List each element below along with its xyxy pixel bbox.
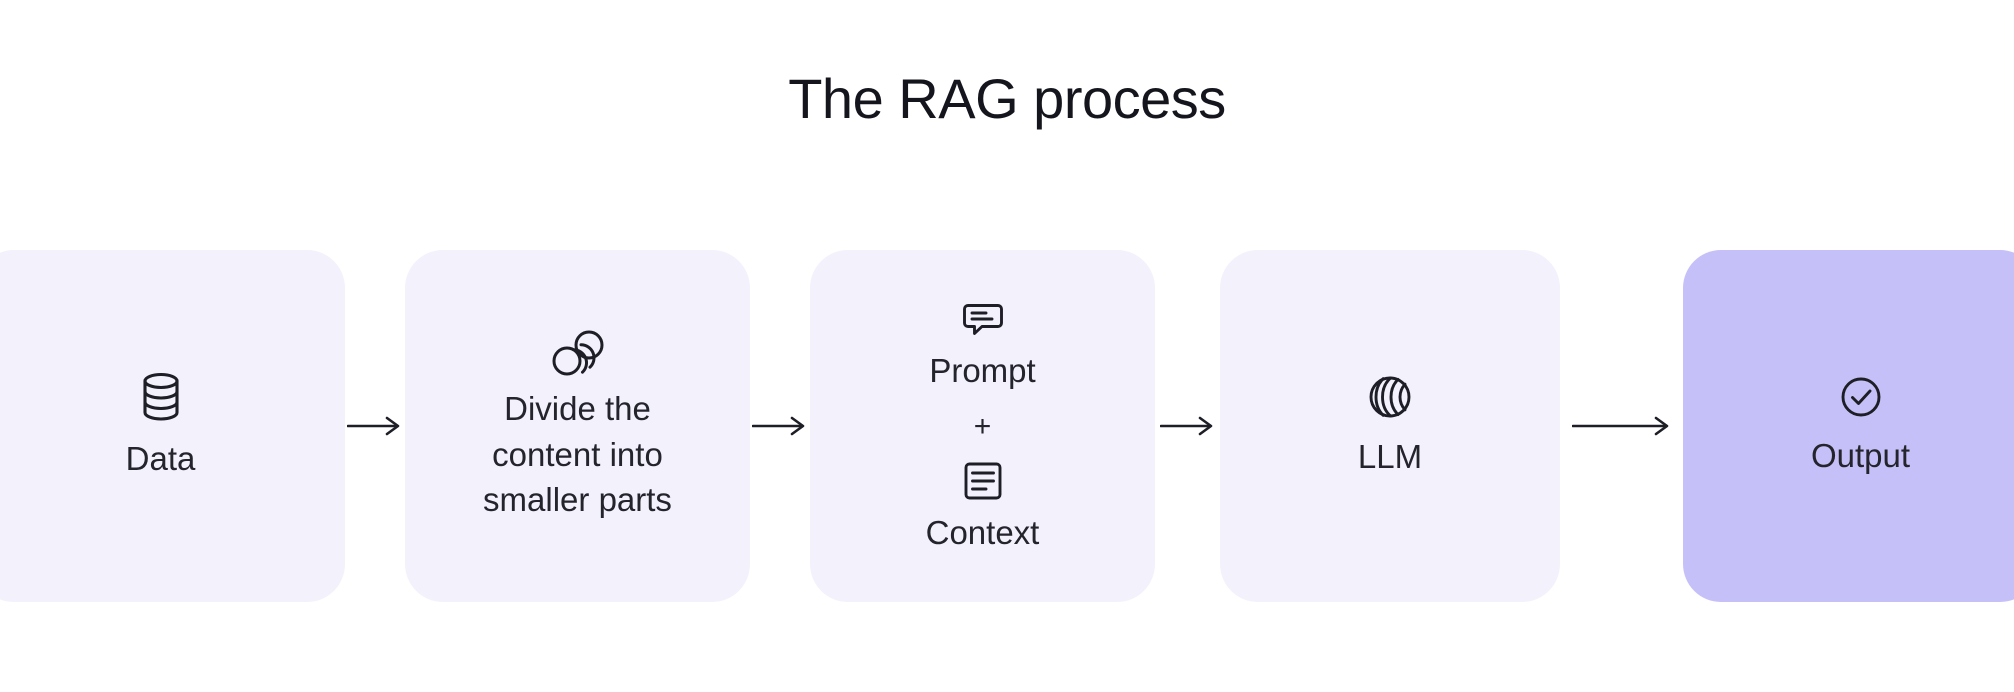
step-label-context: Context	[925, 514, 1040, 551]
connector-arrow-4	[1560, 250, 1683, 602]
step-card-data[interactable]: Data	[0, 250, 345, 602]
step-card-prompt-context[interactable]: Prompt + Context	[810, 250, 1155, 602]
arrow-right-icon	[752, 415, 808, 437]
arrow-right-icon	[347, 415, 403, 437]
step-card-llm[interactable]: LLM	[1220, 250, 1560, 602]
step-label-data: Data	[125, 439, 196, 477]
step-label-llm: LLM	[1357, 437, 1423, 475]
arrow-right-icon	[1159, 415, 1216, 437]
document-lines-icon	[961, 460, 1005, 502]
database-stack-icon	[138, 371, 184, 423]
check-circle-icon	[1838, 374, 1884, 420]
connector-arrow-1	[345, 250, 405, 602]
rag-flow: Data	[0, 250, 2014, 602]
operator-plus: +	[973, 410, 992, 443]
step-label-output: Output	[1810, 436, 1911, 474]
step-label-prompt: Prompt	[929, 352, 1036, 390]
page-title: The RAG process	[788, 67, 1226, 130]
overlapping-circles-icon	[551, 329, 605, 377]
striped-sphere-icon	[1366, 373, 1414, 421]
step-label-chunking: Divide the content into smaller parts	[483, 386, 672, 523]
chunking-line-2: content into	[492, 435, 663, 473]
step-card-chunking[interactable]: Divide the content into smaller parts	[405, 250, 750, 602]
chunking-line-3: smaller parts	[483, 481, 672, 519]
connector-arrow-2	[750, 250, 810, 602]
arrow-right-icon	[1571, 415, 1672, 437]
step-card-output[interactable]: Output	[1683, 250, 2014, 602]
chunking-line-1: Divide the	[504, 390, 651, 428]
connector-arrow-3	[1155, 250, 1220, 602]
speech-bubble-icon	[961, 296, 1005, 340]
